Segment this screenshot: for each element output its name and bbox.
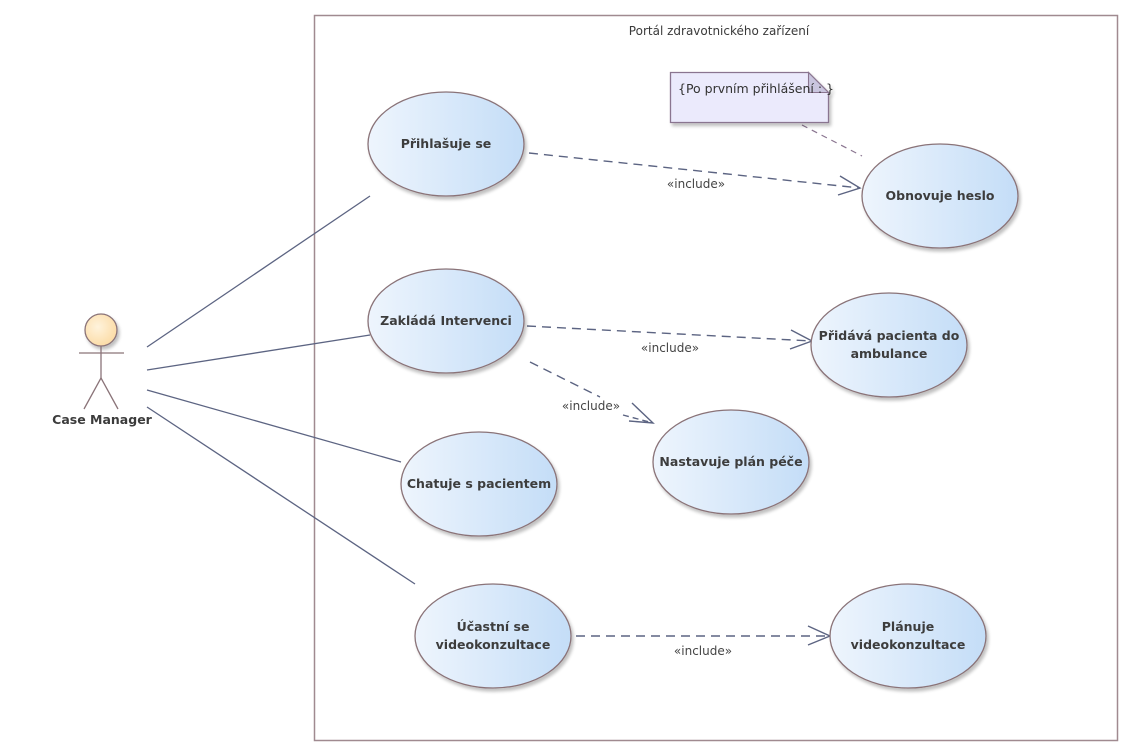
use-case-label: Nastavuje plán péče [659, 454, 802, 469]
include-label: «include» [667, 177, 725, 191]
use-case-planuje[interactable]: Plánuje videokonzultace [829, 583, 987, 689]
arrowhead-icon [837, 175, 862, 196]
use-case-label-line1: Přidává pacienta do [819, 328, 960, 343]
include-label: «include» [562, 399, 620, 413]
use-case-label-line2: videokonzultace [436, 637, 551, 652]
use-case-ucastni-se[interactable]: Účastní se videokonzultace [414, 583, 572, 689]
use-case-zaklada-intervenci[interactable]: Zakládá Intervenci [367, 268, 525, 374]
note-anchor-line [801, 124, 863, 157]
actor-case-manager[interactable]: Case Manager [52, 313, 153, 427]
use-case-obnovuje-heslo[interactable]: Obnovuje heslo [861, 143, 1019, 249]
association-ucastni-se[interactable] [146, 406, 416, 585]
actor-label: Case Manager [52, 412, 153, 427]
use-case-label-line2: videokonzultace [851, 637, 966, 652]
actor-stick-figure-icon [79, 313, 124, 410]
use-case-nastavuje-plan[interactable]: Nastavuje plán péče [652, 409, 810, 515]
use-case-label-line1: Plánuje [882, 619, 934, 634]
include-label: «include» [674, 644, 732, 658]
include-labels: «include» «include» «include» «include» [562, 177, 732, 658]
use-case-prihlasuje-se[interactable]: Přihlašuje se [367, 91, 525, 197]
note[interactable]: {Po prvním přihlášení : } [669, 71, 835, 124]
use-cases: Přihlašuje se Obnovuje heslo Zakládá Int… [367, 91, 1019, 689]
note-body [669, 71, 830, 124]
use-case-label: Zakládá Intervenci [380, 313, 512, 328]
use-case-label-line1: Účastní se [457, 619, 530, 634]
include-label: «include» [641, 341, 699, 355]
include-prihlasuje-obnovuje[interactable] [528, 152, 862, 196]
use-case-chatuje[interactable]: Chatuje s pacientem [400, 431, 558, 537]
association-prihlasuje-se[interactable] [146, 195, 371, 348]
use-case-label: Chatuje s pacientem [407, 476, 551, 491]
note-fold-icon [807, 71, 830, 94]
use-case-label-line2: ambulance [851, 346, 928, 361]
note-text: {Po prvním přihlášení : } [678, 81, 834, 96]
use-case-label: Obnovuje heslo [886, 188, 995, 203]
use-case-label: Přihlašuje se [401, 136, 492, 151]
association-zaklada-intervenci[interactable] [146, 334, 371, 371]
associations [146, 195, 416, 585]
boundary-title: Portál zdravotnického zařízení [629, 24, 810, 38]
use-case-pridava-pacienta[interactable]: Přidává pacienta do ambulance [810, 292, 968, 398]
include-zaklada-nastavuje[interactable] [529, 361, 655, 424]
arrowhead-icon [628, 402, 655, 424]
association-chatuje[interactable] [146, 389, 402, 463]
